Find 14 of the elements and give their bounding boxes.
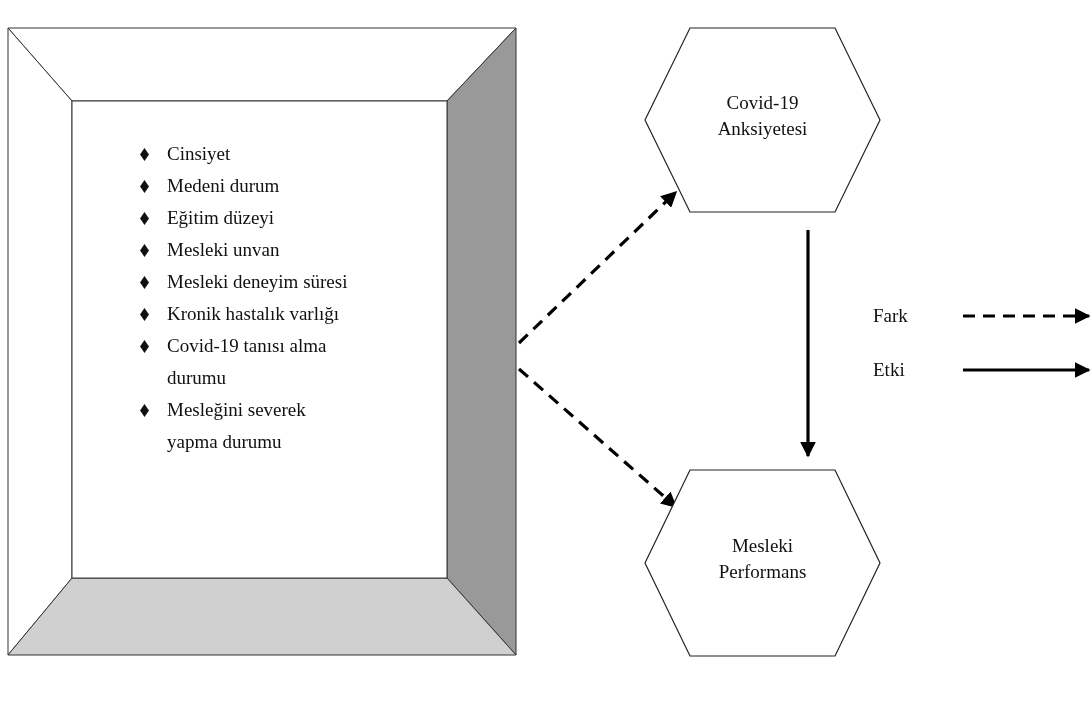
- dashed-arrow: [517, 190, 678, 345]
- list-item: Mesleki deneyim süresi: [167, 270, 349, 294]
- list-item: Medeni durum: [167, 174, 281, 198]
- legend-label: Etki: [873, 358, 905, 382]
- arrow: [800, 230, 816, 458]
- node-label: Covid-19 Anksiyetesi: [716, 91, 809, 141]
- legend-label: Fark: [873, 304, 908, 328]
- node-label: Mesleki Performans: [717, 534, 808, 584]
- list-item: Cinsiyet: [167, 142, 232, 166]
- list-item: Eğitim düzeyi: [167, 206, 276, 230]
- list-item: Kronik hastalık varlığı: [167, 302, 341, 326]
- list-item: Mesleğini severek yapma durumu: [167, 398, 307, 454]
- list-item: Mesleki unvan: [167, 238, 281, 262]
- list-item: Covid-19 tanısı alma durumu: [167, 334, 328, 390]
